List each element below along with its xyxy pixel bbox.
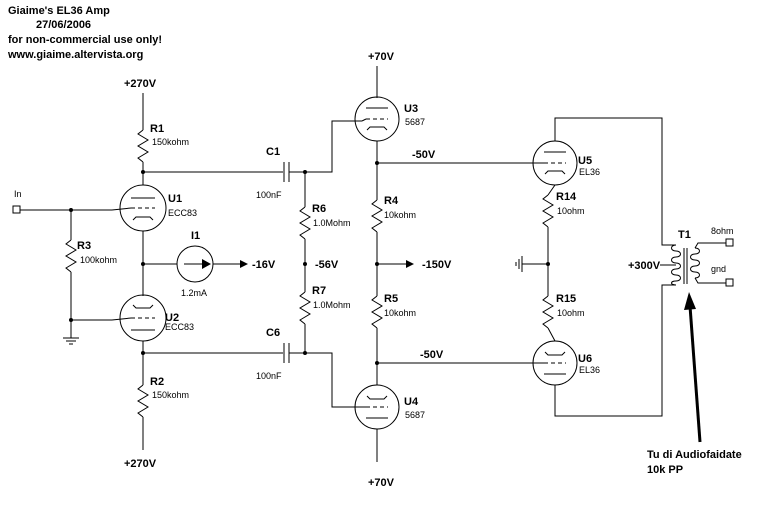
u2-type: ECC83 xyxy=(165,322,194,332)
wire xyxy=(547,184,556,196)
input-label: In xyxy=(14,189,22,199)
tube-cathode xyxy=(366,126,388,131)
supply-top-70v: +70V xyxy=(368,51,395,63)
transformer-secondary xyxy=(690,247,700,279)
current-arrow-head xyxy=(202,259,211,269)
wire xyxy=(111,317,132,321)
c6-ref: C6 xyxy=(266,327,280,339)
r1-ref: R1 xyxy=(150,123,164,135)
resistor-r4 xyxy=(371,199,383,233)
i1-ref: I1 xyxy=(191,230,200,242)
transformer-note-1: Tu di Audiofaidate xyxy=(647,449,742,461)
r7-value: 1.0Mohm xyxy=(313,300,351,310)
resistor-r6 xyxy=(299,206,311,240)
r5-value: 10kohm xyxy=(384,308,416,318)
title-line-3: for non-commercial use only! xyxy=(8,34,162,46)
annotation-arrow xyxy=(688,305,702,443)
t1-ref: T1 xyxy=(678,229,691,241)
node-minus-50v-top: -50V xyxy=(412,149,436,161)
resistor-r2 xyxy=(137,384,149,418)
output-8ohm-terminal xyxy=(725,238,734,247)
u3-type: 5687 xyxy=(405,117,425,127)
r15-value: 10ohm xyxy=(557,308,585,318)
r2-ref: R2 xyxy=(150,376,164,388)
r1-value: 150kohm xyxy=(152,137,189,147)
arrow-head xyxy=(240,260,248,268)
tube-cathode xyxy=(366,395,388,400)
tube-cathode xyxy=(132,304,154,309)
r6-value: 1.0Mohm xyxy=(313,218,351,228)
tube-cathode xyxy=(544,170,566,175)
title-line-1: Giaime's EL36 Amp xyxy=(8,5,110,17)
u2-ref: U2 xyxy=(165,312,179,324)
supply-300v: +300V xyxy=(628,260,661,272)
transformer-note-2: 10k PP xyxy=(647,464,683,476)
resistor-r3 xyxy=(65,239,77,273)
supply-top-270v: +270V xyxy=(124,78,157,90)
junction-dot xyxy=(303,262,307,266)
c6-value: 100nF xyxy=(256,371,282,381)
tube-cathode xyxy=(544,351,566,356)
node-minus-16v: -16V xyxy=(252,259,276,271)
resistor-r5 xyxy=(371,295,383,329)
u5-ref: U5 xyxy=(578,155,592,167)
r15-ref: R15 xyxy=(556,293,576,305)
node-minus-150v: -150V xyxy=(422,259,452,271)
r4-value: 10kohm xyxy=(384,210,416,220)
r14-value: 10ohm xyxy=(557,206,585,216)
r7-ref: R7 xyxy=(312,285,326,297)
resistor-r1 xyxy=(137,129,149,163)
r2-value: 150kohm xyxy=(152,390,189,400)
supply-bottom-270v: +270V xyxy=(124,458,157,470)
tube-cathode xyxy=(132,216,154,221)
wire xyxy=(554,117,676,246)
annotation-arrow-head xyxy=(684,292,696,310)
resistor-r15 xyxy=(542,295,554,329)
wire xyxy=(111,207,132,211)
r3-value: 100kohm xyxy=(80,255,117,265)
wire xyxy=(305,120,362,173)
u6-type: EL36 xyxy=(579,365,600,375)
r6-ref: R6 xyxy=(312,203,326,215)
resistor-r7 xyxy=(299,291,311,325)
supply-bottom-70v: +70V xyxy=(368,477,395,489)
u3-ref: U3 xyxy=(404,103,418,115)
transformer-primary xyxy=(671,244,681,286)
wire xyxy=(547,327,556,342)
node-minus-50v-bottom: -50V xyxy=(420,349,444,361)
r5-ref: R5 xyxy=(384,293,398,305)
r14-ref: R14 xyxy=(556,191,577,203)
output-gnd-label: gnd xyxy=(711,264,726,274)
title-line-2: 27/06/2006 xyxy=(36,19,91,31)
u1-type: ECC83 xyxy=(168,208,197,218)
resistor-r14 xyxy=(542,194,554,228)
arrow-head xyxy=(406,260,414,268)
input-terminal xyxy=(12,205,21,214)
i1-value: 1.2mA xyxy=(181,288,207,298)
wire xyxy=(694,242,726,249)
c1-ref: C1 xyxy=(266,146,280,158)
u5-type: EL36 xyxy=(579,167,600,177)
wire xyxy=(305,352,362,408)
u6-ref: U6 xyxy=(578,353,592,365)
r4-ref: R4 xyxy=(384,195,399,207)
r3-ref: R3 xyxy=(77,240,91,252)
title-line-4: www.giaime.altervista.org xyxy=(7,49,143,61)
c1-value: 100nF xyxy=(256,190,282,200)
wire xyxy=(694,277,726,284)
u4-type: 5687 xyxy=(405,410,425,420)
u1-ref: U1 xyxy=(168,193,182,205)
u4-ref: U4 xyxy=(404,396,419,408)
wire xyxy=(554,284,676,417)
wire xyxy=(361,118,367,122)
output-8ohm-label: 8ohm xyxy=(711,226,734,236)
node-minus-56v: -56V xyxy=(315,259,339,271)
output-gnd-terminal xyxy=(725,278,734,287)
